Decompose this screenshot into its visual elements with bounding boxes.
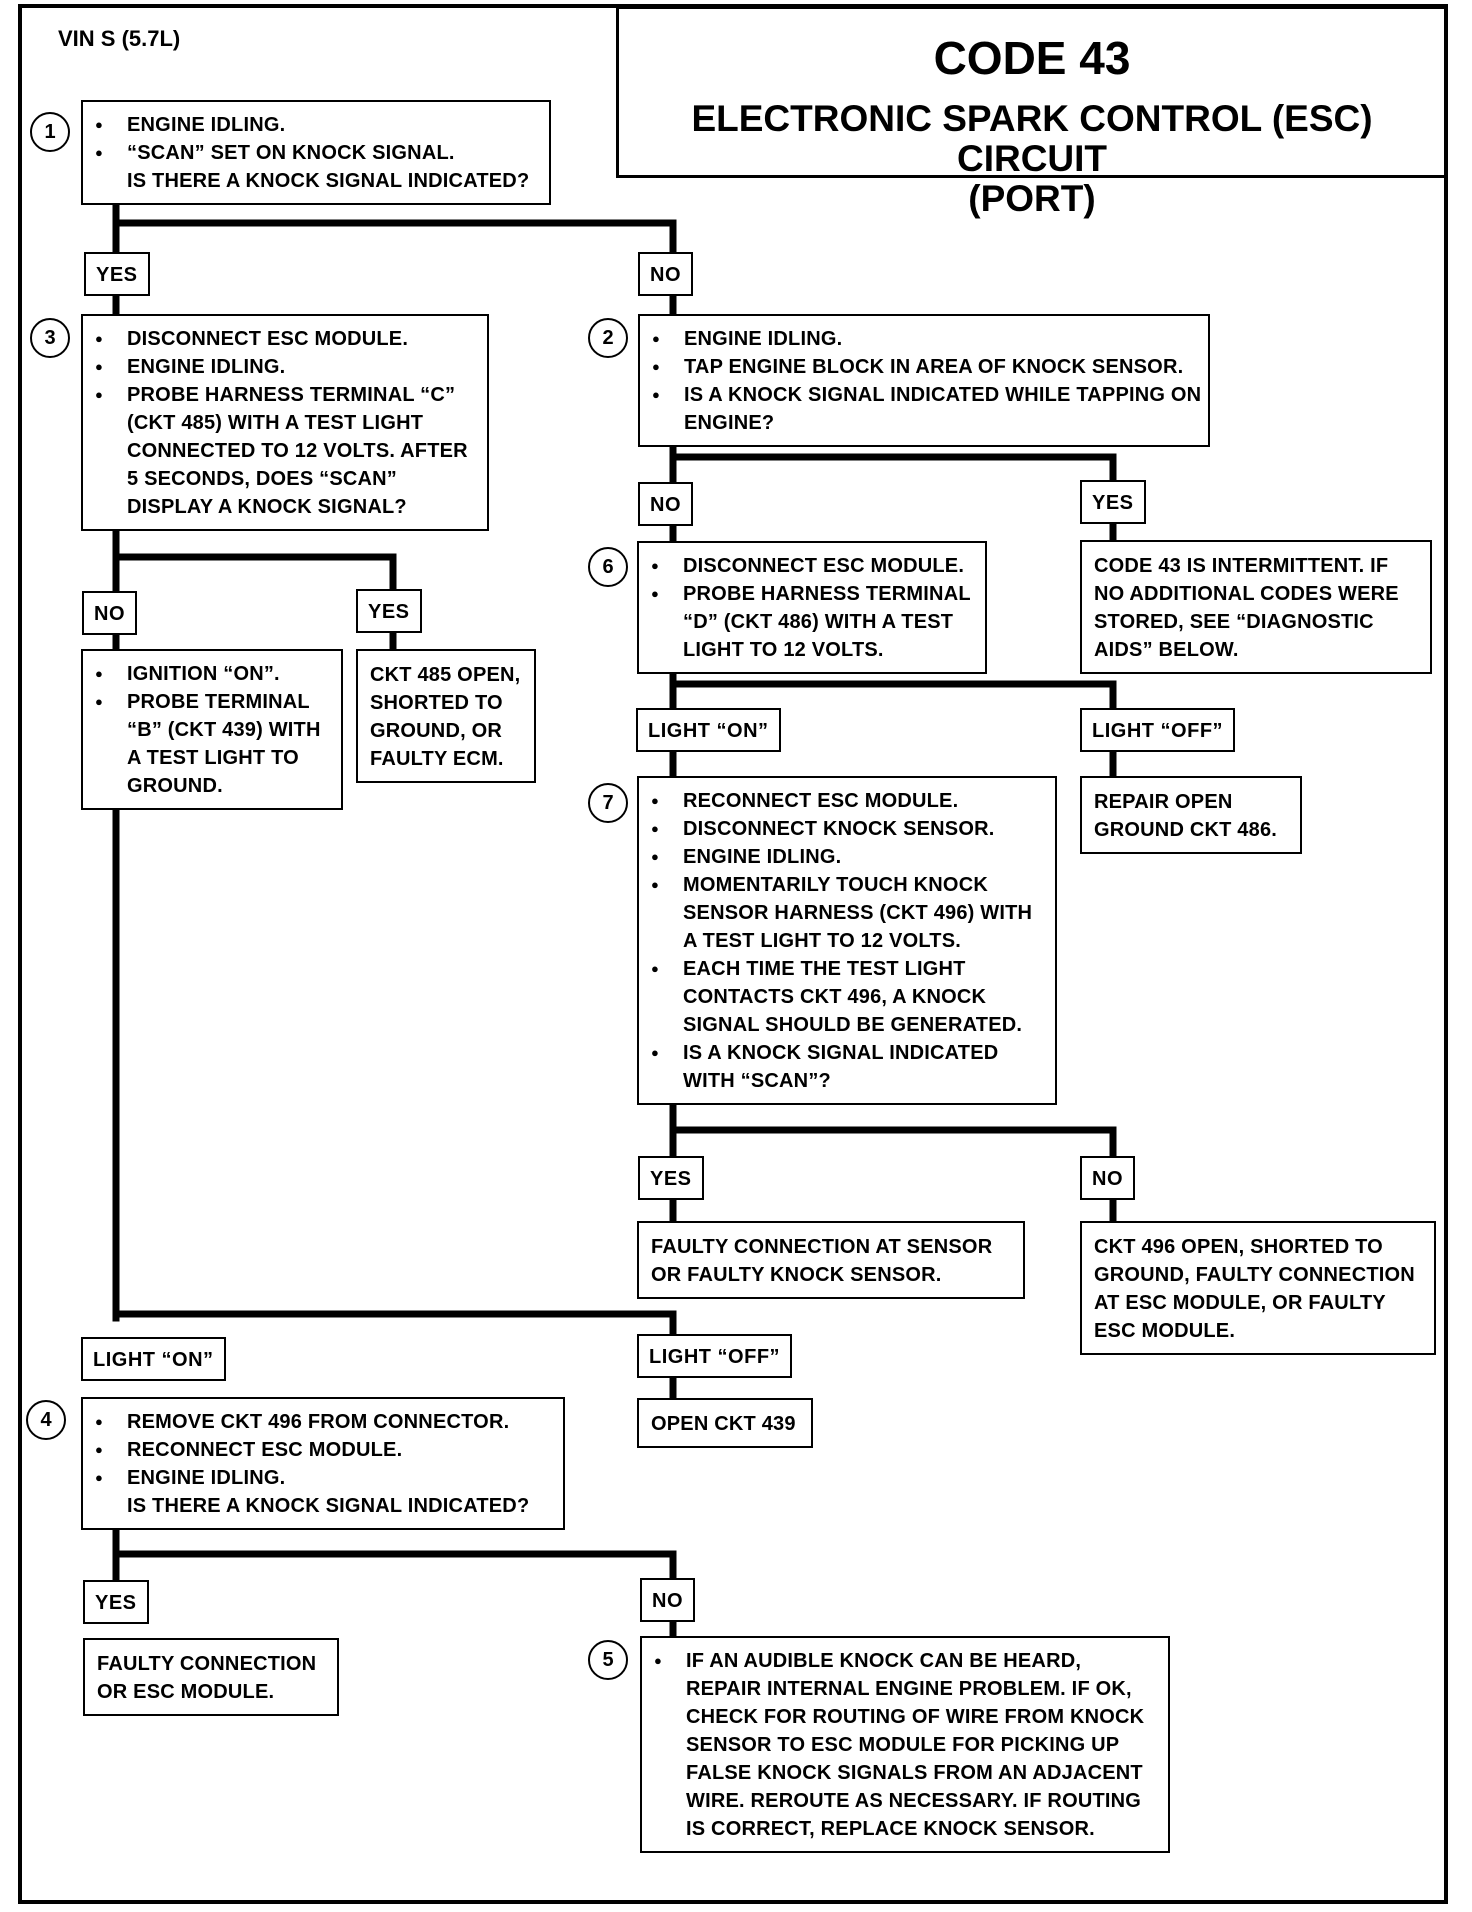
step-3-yes-label: YES — [356, 589, 422, 633]
step-1-bullet-2: “SCAN” SET ON KNOCK SIGNAL. — [83, 139, 543, 167]
step-2-number: 2 — [588, 318, 628, 358]
step-6-box: DISCONNECT ESC MODULE. PROBE HARNESS TER… — [637, 541, 987, 674]
result-open-ckt439-box: OPEN CKT 439 — [637, 1398, 813, 1448]
step-5-bullet-1: IF AN AUDIBLE KNOCK CAN BE HEARD, REPAIR… — [642, 1647, 1162, 1843]
step-4-no-label: NO — [640, 1578, 695, 1622]
step-5-box: IF AN AUDIBLE KNOCK CAN BE HEARD, REPAIR… — [640, 1636, 1170, 1853]
title-box: CODE 43 ELECTRONIC SPARK CONTROL (ESC) C… — [616, 6, 1448, 219]
result-faulty-connection-box: FAULTY CONNECTION OR ESC MODULE. — [83, 1638, 339, 1716]
step-3-bullet-2: ENGINE IDLING. — [83, 353, 481, 381]
step-5-number: 5 — [588, 1640, 628, 1680]
step-4-question: IS THERE A KNOCK SIGNAL INDICATED? — [127, 1495, 530, 1517]
step-1-no-label: NO — [638, 252, 693, 296]
step-7-bullet-4: MOMENTARILY TOUCH KNOCK SENSOR HARNESS (… — [639, 871, 1049, 955]
step-6-light-off-label: LIGHT “OFF” — [1080, 708, 1236, 752]
step-2-bullet-2: TAP ENGINE BLOCK IN AREA OF KNOCK SENSOR… — [640, 353, 1202, 381]
code-title: CODE 43 — [933, 32, 1131, 84]
step-4-bullet-2: RECONNECT ESC MODULE. — [83, 1436, 557, 1464]
step-2-yes-label: YES — [1080, 480, 1146, 524]
step-7-yes-label: YES — [638, 1156, 704, 1200]
result-ckt485-open-box: CKT 485 OPEN, SHORTED TO GROUND, OR FAUL… — [356, 649, 536, 783]
circuit-title: ELECTRONIC SPARK CONTROL (ESC) CIRCUIT (… — [619, 99, 1445, 219]
step-1-bullet-1: ENGINE IDLING. — [83, 111, 543, 139]
result-ckt496-box: CKT 496 OPEN, SHORTED TO GROUND, FAULTY … — [1080, 1221, 1436, 1355]
step-2-bullet-3: IS A KNOCK SIGNAL INDICATED WHILE TAPPIN… — [640, 381, 1202, 437]
step-2-box: ENGINE IDLING. TAP ENGINE BLOCK IN AREA … — [638, 314, 1210, 447]
step-7-bullet-2: DISCONNECT KNOCK SENSOR. — [639, 815, 1049, 843]
step-3-no-label: NO — [82, 591, 137, 635]
circuit-title-line1: ELECTRONIC SPARK CONTROL (ESC) CIRCUIT — [691, 98, 1373, 179]
step-3-no-bullet-1: IGNITION “ON”. — [83, 660, 335, 688]
step-7-bullet-1: RECONNECT ESC MODULE. — [639, 787, 1049, 815]
step-4-number: 4 — [26, 1400, 66, 1440]
step-4-yes-label: YES — [83, 1580, 149, 1624]
step-6-light-on-label: LIGHT “ON” — [636, 708, 781, 752]
step-1-number: 1 — [30, 112, 70, 152]
step-7-box: RECONNECT ESC MODULE. DISCONNECT KNOCK S… — [637, 776, 1057, 1105]
step-1-yes-label: YES — [84, 252, 150, 296]
step-4-bullet-3: ENGINE IDLING. — [83, 1464, 557, 1492]
result-faulty-sensor-box: FAULTY CONNECTION AT SENSOR OR FAULTY KN… — [637, 1221, 1025, 1299]
step-3-no-light-off-label: LIGHT “OFF” — [637, 1334, 793, 1378]
step-7-no-label: NO — [1080, 1156, 1135, 1200]
step-3-number: 3 — [30, 318, 70, 358]
circuit-title-line2: (PORT) — [968, 178, 1096, 219]
step-3-no-box: IGNITION “ON”. PROBE TERMINAL “B” (CKT 4… — [81, 649, 343, 810]
step-6-bullet-2: PROBE HARNESS TERMINAL “D” (CKT 486) WIT… — [639, 580, 979, 664]
step-3-no-light-on-label: LIGHT “ON” — [81, 1337, 226, 1381]
step-3-no-bullet-2: PROBE TERMINAL “B” (CKT 439) WITH A TEST… — [83, 688, 335, 800]
step-7-number: 7 — [588, 783, 628, 823]
step-1-question: IS THERE A KNOCK SIGNAL INDICATED? — [127, 170, 530, 192]
result-intermittent-box: CODE 43 IS INTERMITTENT. IF NO ADDITIONA… — [1080, 540, 1432, 674]
step-7-bullet-3: ENGINE IDLING. — [639, 843, 1049, 871]
step-7-bullet-5: EACH TIME THE TEST LIGHT CONTACTS CKT 49… — [639, 955, 1049, 1039]
step-1-box: ENGINE IDLING. “SCAN” SET ON KNOCK SIGNA… — [81, 100, 551, 205]
step-3-box: DISCONNECT ESC MODULE. ENGINE IDLING. PR… — [81, 314, 489, 531]
result-repair-ckt486-box: REPAIR OPEN GROUND CKT 486. — [1080, 776, 1302, 854]
step-4-bullet-1: REMOVE CKT 496 FROM CONNECTOR. — [83, 1408, 557, 1436]
vin-label: VIN S (5.7L) — [58, 26, 181, 51]
step-6-number: 6 — [588, 547, 628, 587]
step-6-bullet-1: DISCONNECT ESC MODULE. — [639, 552, 979, 580]
step-3-bullet-3: PROBE HARNESS TERMINAL “C” (CKT 485) WIT… — [83, 381, 481, 521]
step-7-bullet-6: IS A KNOCK SIGNAL INDICATED WITH “SCAN”? — [639, 1039, 1049, 1095]
step-2-no-label: NO — [638, 482, 693, 526]
step-3-bullet-1: DISCONNECT ESC MODULE. — [83, 325, 481, 353]
step-4-box: REMOVE CKT 496 FROM CONNECTOR. RECONNECT… — [81, 1397, 565, 1530]
step-2-bullet-1: ENGINE IDLING. — [640, 325, 1202, 353]
